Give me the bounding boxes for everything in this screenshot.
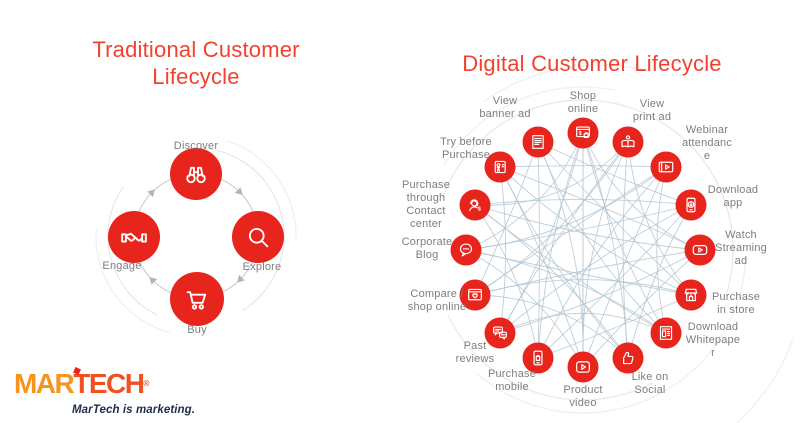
node-like-on-social (612, 342, 644, 374)
node-download-app (675, 189, 707, 221)
connection-line (537, 166, 667, 359)
label-download-app: Download app (707, 184, 759, 209)
node-purchase-contact-center (459, 189, 491, 221)
node-product-video (567, 351, 599, 383)
registered-mark: ® (143, 379, 150, 388)
connection-line (537, 132, 584, 359)
connection-line (627, 204, 692, 359)
node-explore (232, 211, 284, 263)
label-try-before-purchase: Try before Purchase (440, 136, 492, 161)
label-explore: Explore (242, 261, 282, 273)
connection-line (474, 294, 629, 359)
connection-line (474, 204, 701, 251)
connection-line (474, 249, 701, 296)
label-purchase-contact-center: Purchase through Contact center (401, 179, 451, 230)
digital-title: Digital Customer Lifecycle (462, 51, 722, 76)
label-view-print-ad: View print ad (632, 98, 672, 123)
connection-line (465, 132, 584, 251)
node-past-reviews (484, 317, 516, 349)
connection-line (465, 249, 692, 296)
node-webinar-attendance (650, 151, 682, 183)
label-download-whitepaper: Download Whitepape r (685, 321, 741, 359)
connection-line (627, 141, 692, 296)
connection-line (499, 166, 507, 334)
connection-line (537, 294, 692, 359)
label-view-banner-ad: View banner ad (479, 95, 531, 120)
node-view-banner-ad (522, 126, 554, 158)
connection-line (474, 141, 539, 296)
label-product-video: Product video (563, 384, 603, 409)
connection-line (474, 204, 667, 334)
connection-line (582, 132, 667, 334)
node-discover (170, 148, 222, 200)
label-like-on-social: Like on Social (631, 371, 669, 396)
node-download-whitepaper (650, 317, 682, 349)
connection-line (537, 141, 667, 334)
martech-wordmark: MARTECH® (14, 367, 150, 399)
connection-line (474, 204, 539, 359)
connection-line (465, 204, 692, 251)
connection-line (537, 141, 692, 296)
connection-line (474, 141, 629, 206)
label-shop-online: Shop online (567, 90, 599, 115)
connection-line (499, 141, 629, 334)
node-try-before-purchase (484, 151, 516, 183)
arrow-engage-to-discover (147, 189, 156, 198)
label-corporate-blog: Corporate Blog (401, 236, 453, 261)
connection-line (537, 141, 584, 368)
label-webinar-attendance: Webinar attendanc e (681, 124, 733, 162)
logo-word-part1: MAR (14, 368, 75, 399)
label-buy: Buy (187, 324, 207, 336)
node-engage (108, 211, 160, 263)
traditional-nodes (108, 148, 284, 326)
label-watch-streaming-ad: Watch Streaming ad (715, 229, 767, 267)
digital-nodes (450, 117, 716, 383)
arrow-explore-to-buy (236, 274, 245, 283)
node-purchase-mobile (522, 342, 554, 374)
logo-word-part2: TECH (73, 368, 145, 399)
martech-logo: MARTECH® (14, 367, 150, 399)
connection-line (499, 166, 629, 359)
connection-line (537, 141, 692, 206)
arrow-buy-to-engage (149, 276, 158, 285)
node-compare-shop-online (459, 279, 491, 311)
label-purchase-mobile: Purchase mobile (487, 368, 537, 393)
decorative-arcs (95, 64, 800, 423)
label-engage: Engage (102, 260, 142, 272)
connection-web (465, 132, 701, 368)
label-discover: Discover (173, 140, 219, 152)
node-shop-online (567, 117, 599, 149)
label-past-reviews: Past reviews (455, 340, 495, 365)
node-view-print-ad (612, 126, 644, 158)
connection-line (537, 204, 692, 359)
node-purchase-in-store (675, 279, 707, 311)
connection-line (582, 132, 701, 251)
connection-line (582, 132, 629, 359)
label-purchase-in-store: Purchase in store (711, 291, 761, 316)
connection-line (656, 166, 667, 334)
node-corporate-blog (450, 234, 482, 266)
node-buy (170, 272, 224, 326)
connection-line (499, 204, 692, 334)
arrow-discover-to-explore (234, 187, 243, 196)
logo-tagline: MarTech is marketing. (72, 404, 196, 416)
connection-line (499, 166, 692, 296)
node-watch-streaming-ad (684, 234, 716, 266)
connection-line (582, 166, 667, 368)
traditional-title: Traditional Customer Lifecycle (92, 37, 300, 89)
connection-line (499, 249, 701, 334)
connection-line (537, 141, 540, 359)
connection-line (465, 249, 584, 368)
label-compare-shop-online: Compare / shop online (407, 288, 467, 313)
